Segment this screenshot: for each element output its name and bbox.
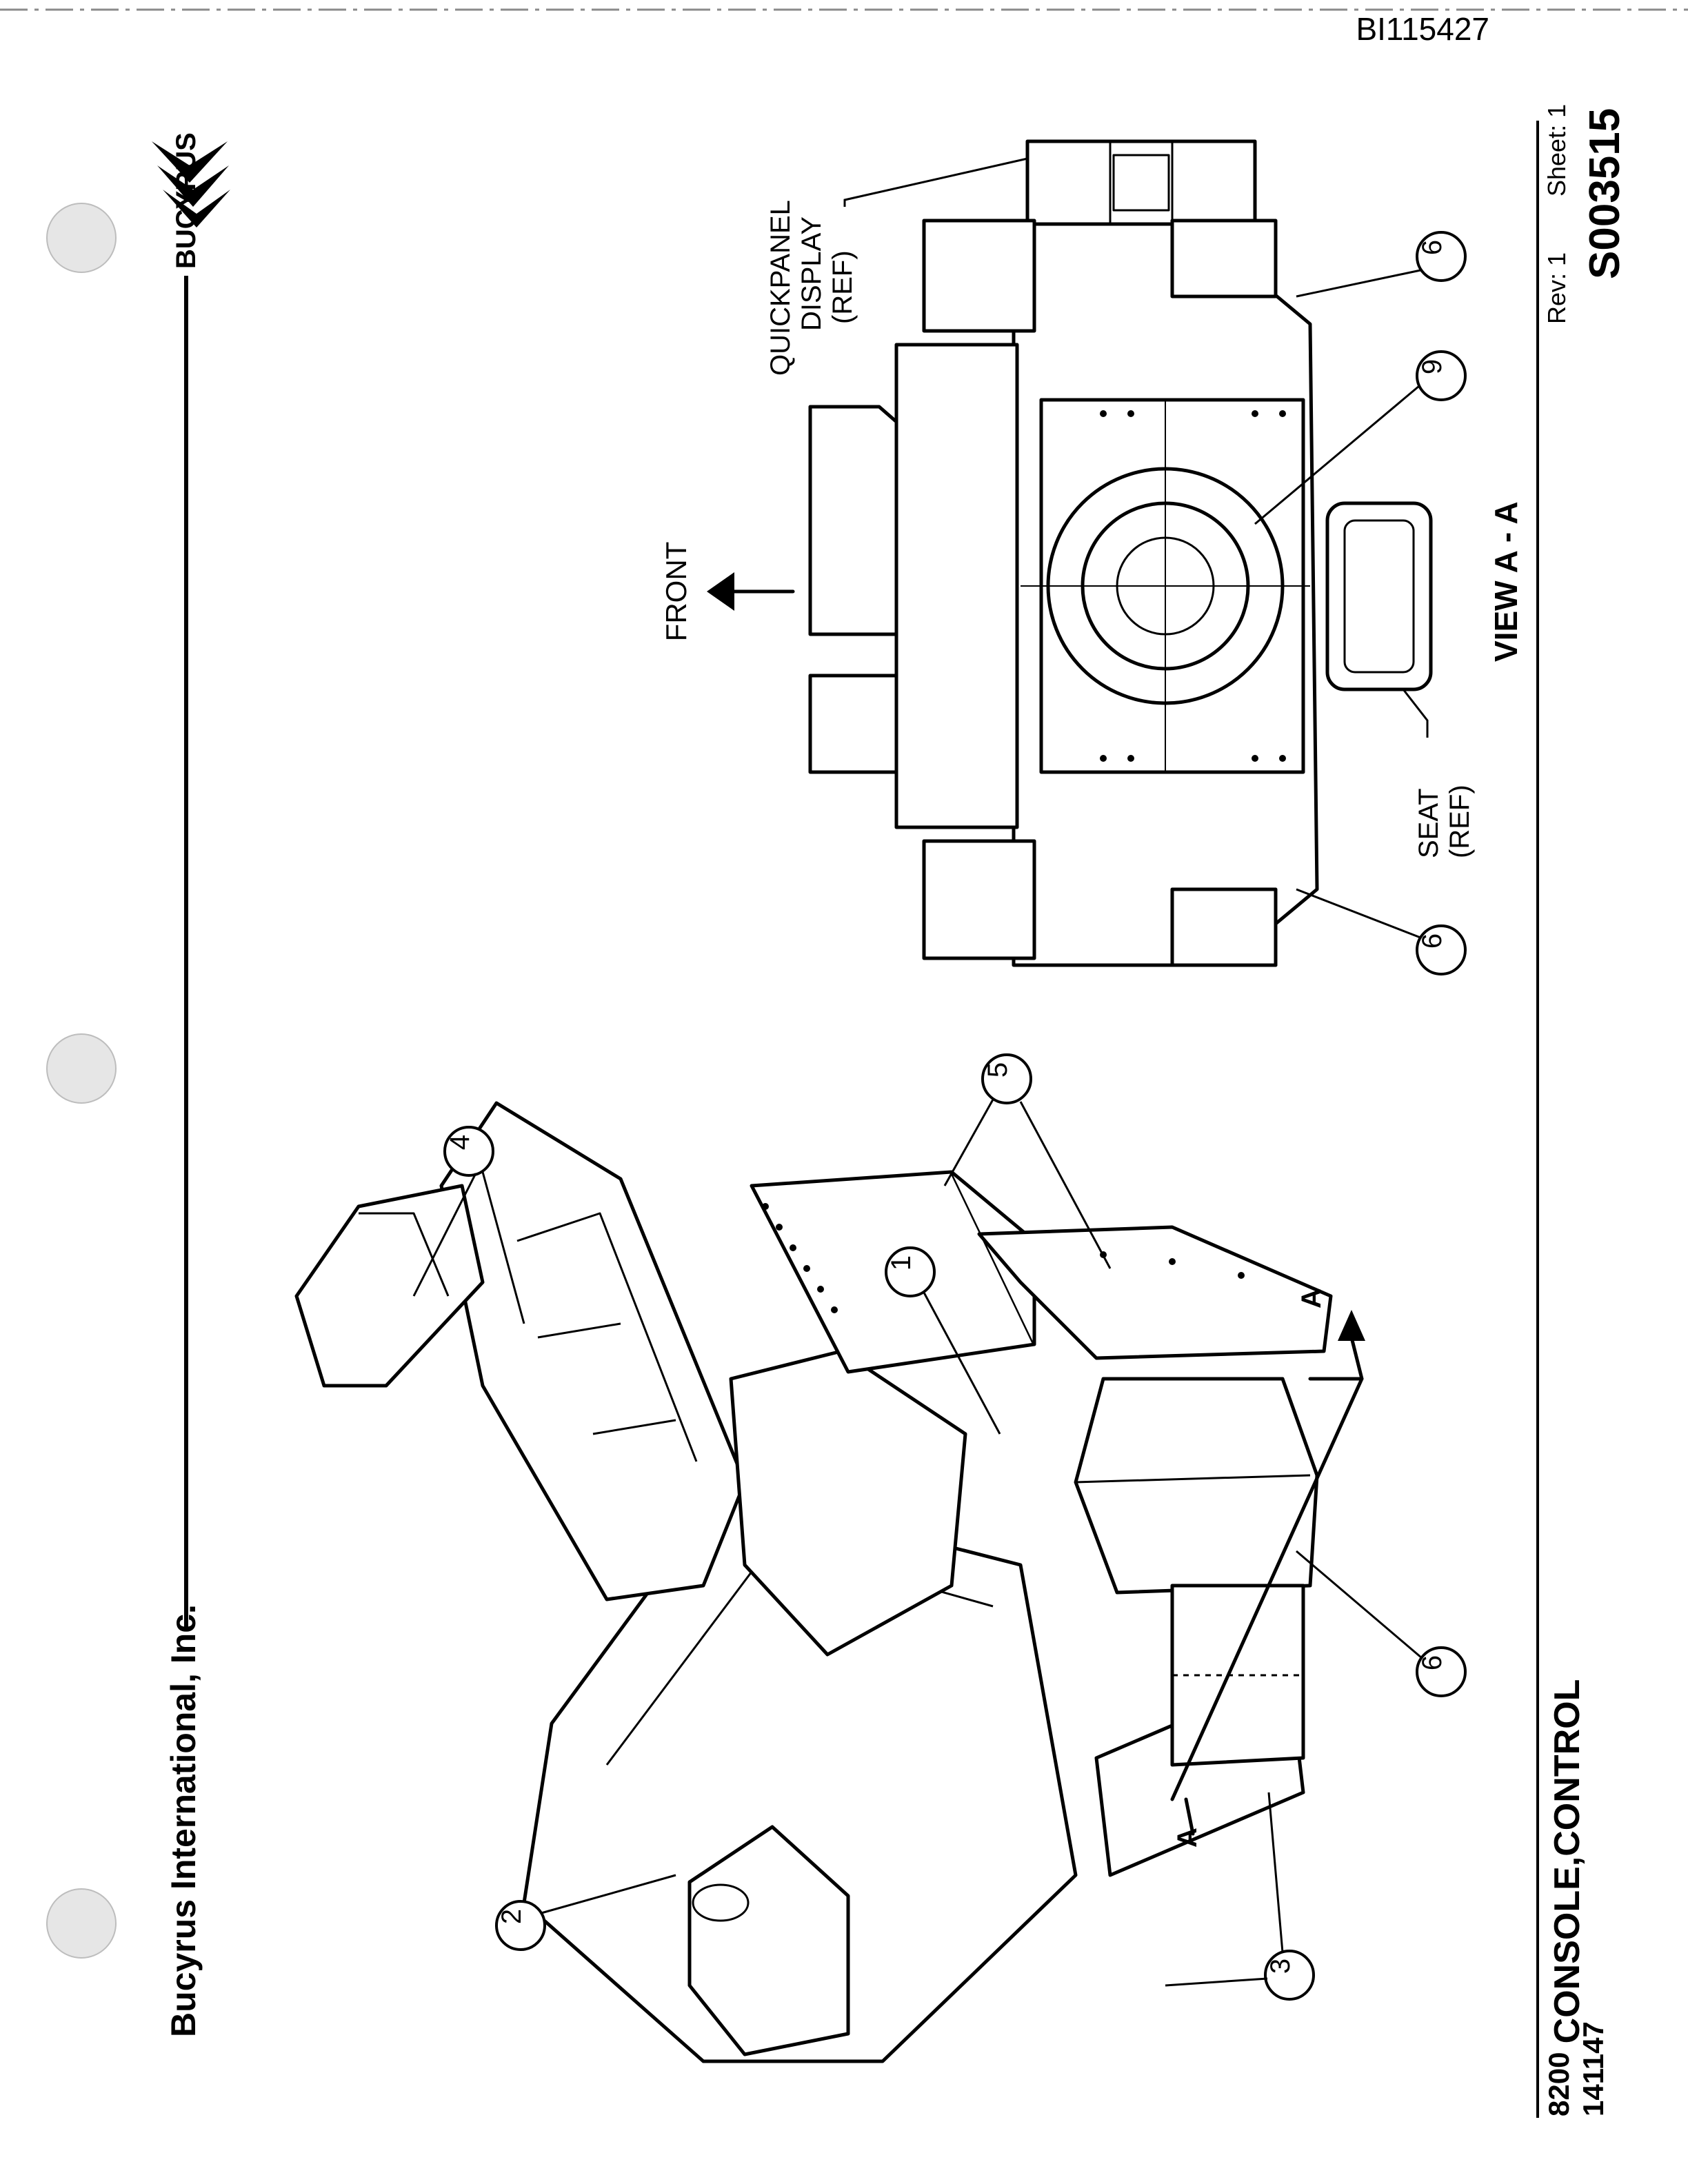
section-line xyxy=(1170,1377,1364,1801)
title-text: CONSOLE,CONTROL xyxy=(1547,1679,1587,2044)
svg-text:Sheet: 1: Sheet: 1 xyxy=(1543,104,1571,196)
part-number: 141147 xyxy=(1577,2021,1609,2116)
svg-text:9: 9 xyxy=(1417,359,1447,374)
svg-text:Rev: 1: Rev: 1 xyxy=(1543,252,1571,324)
bucyrus-logo: BUCYRUS xyxy=(152,132,230,269)
walkway-plate xyxy=(894,343,1019,829)
svg-text:FRONT: FRONT xyxy=(660,542,692,642)
front-label: FRONT xyxy=(660,542,692,642)
svg-text:(REF): (REF) xyxy=(827,250,858,324)
svg-text:A: A xyxy=(1172,1828,1203,1848)
quickpanel-display xyxy=(1025,139,1257,226)
drawing-title: CONSOLE,CONTROL xyxy=(1547,1679,1587,2044)
iso-left-armrest xyxy=(687,1825,850,2056)
svg-text:4: 4 xyxy=(445,1135,475,1150)
view-a-a: FRONT QUICKPANEL DISPLAY (REF) SEAT (REF… xyxy=(660,139,1524,975)
svg-text:5: 5 xyxy=(983,1062,1013,1078)
document-id: BI115427 xyxy=(1356,11,1489,47)
callout-view-6-bottom: 6 xyxy=(1296,888,1467,975)
callout-iso-3: 3 xyxy=(1165,1792,1315,2001)
svg-text:SEAT: SEAT xyxy=(1414,788,1444,858)
left-pod-bottom xyxy=(922,839,1036,960)
callout-view-9: 9 xyxy=(1254,350,1467,525)
svg-text:(REF): (REF) xyxy=(1445,785,1475,858)
svg-text:6: 6 xyxy=(1417,933,1447,949)
iso-headrest xyxy=(294,1184,485,1388)
drawing-number: S003515 xyxy=(1581,108,1629,279)
right-pod-top xyxy=(1170,219,1278,299)
callout-iso-2: 2 xyxy=(495,1874,676,1951)
seat-ref xyxy=(1325,501,1433,691)
callout-view-6-top: 6 xyxy=(1296,231,1467,298)
mount-bolts xyxy=(1100,410,1286,762)
svg-text:VIEW A - A: VIEW A - A xyxy=(1488,501,1524,662)
svg-text:6: 6 xyxy=(1417,1655,1447,1670)
sheet-label: Sheet: 1 xyxy=(1543,104,1571,196)
iso-right-pod-lower xyxy=(977,1225,1333,1360)
model-number: 8200 xyxy=(1543,2052,1575,2116)
punch-hole-middle xyxy=(46,1033,117,1104)
company-header: Bucyrus International, Inc. xyxy=(164,1604,203,2037)
svg-text:1: 1 xyxy=(886,1255,916,1271)
svg-text:141147: 141147 xyxy=(1577,2021,1609,2116)
svg-text:6: 6 xyxy=(1417,240,1447,255)
quickpanel-label: QUICKPANEL DISPLAY (REF) xyxy=(765,157,1028,376)
seat-label: SEAT (REF) xyxy=(1402,689,1475,858)
svg-text:8200: 8200 xyxy=(1543,2052,1575,2116)
svg-text:S003515: S003515 xyxy=(1581,108,1629,279)
right-pod-bottom xyxy=(1170,887,1278,967)
svg-text:QUICKPANEL: QUICKPANEL xyxy=(765,200,796,376)
svg-text:A: A xyxy=(1296,1288,1327,1308)
punch-hole-top xyxy=(46,203,117,273)
svg-text:DISPLAY: DISPLAY xyxy=(796,216,827,331)
section-mark-a-bottom: A xyxy=(1172,1797,1203,1848)
view-caption: VIEW A - A xyxy=(1488,501,1524,662)
callout-iso-4: 4 xyxy=(412,1126,525,1324)
isometric-console-view: A A 1 2 3 xyxy=(294,1053,1467,2063)
iso-pod-rivets xyxy=(762,1203,1245,1313)
logo-wordmark: BUCYRUS xyxy=(171,132,201,269)
left-pod-top xyxy=(922,219,1036,333)
callout-iso-1: 1 xyxy=(885,1246,1001,1435)
iso-foot-pedal-left xyxy=(1170,1584,1305,1767)
svg-text:3: 3 xyxy=(1265,1959,1296,1974)
iso-seat-back xyxy=(439,1101,747,1601)
callout-iso-5: 5 xyxy=(943,1053,1112,1269)
punch-hole-bottom xyxy=(46,1888,117,1959)
revision-label: Rev: 1 xyxy=(1543,252,1571,324)
callout-iso-6: 6 xyxy=(1296,1550,1467,1697)
front-arrow-icon xyxy=(707,572,734,611)
company-name: Bucyrus International, Inc. xyxy=(164,1604,203,2037)
svg-text:2: 2 xyxy=(496,1909,527,1924)
